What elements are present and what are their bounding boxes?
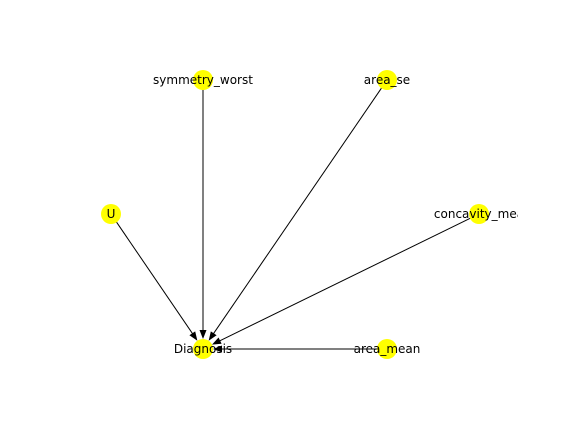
arrowhead-concavity_mean-to-Diagnosis xyxy=(211,337,222,345)
edges-layer xyxy=(115,87,472,353)
node-U xyxy=(101,204,121,224)
node-area_se xyxy=(377,70,397,90)
node-concavity_mean xyxy=(469,204,489,224)
node-label-concavity_mean: concavity_mea xyxy=(434,207,524,221)
arrowhead-area_mean-to-Diagnosis xyxy=(213,345,222,353)
node-label-area_mean: area_mean xyxy=(354,342,421,356)
arrowhead-area_se-to-Diagnosis xyxy=(208,331,217,341)
node-label-area_se: area_se xyxy=(364,73,410,87)
node-label-Diagnosis: Diagnosis xyxy=(174,342,232,356)
arrowhead-symmetry_worst-to-Diagnosis xyxy=(199,330,207,339)
nodes-layer xyxy=(101,70,489,359)
node-Diagnosis xyxy=(193,339,213,359)
node-symmetry_worst xyxy=(193,70,213,90)
edge-concavity_mean-to-Diagnosis xyxy=(218,217,472,342)
arrowhead-U-to-Diagnosis xyxy=(189,331,198,341)
node-area_mean xyxy=(377,339,397,359)
edge-U-to-Diagnosis xyxy=(115,221,194,336)
edge-area_se-to-Diagnosis xyxy=(212,87,383,336)
node-label-symmetry_worst: symmetry_worst xyxy=(153,73,253,87)
node-label-U: U xyxy=(107,207,116,221)
